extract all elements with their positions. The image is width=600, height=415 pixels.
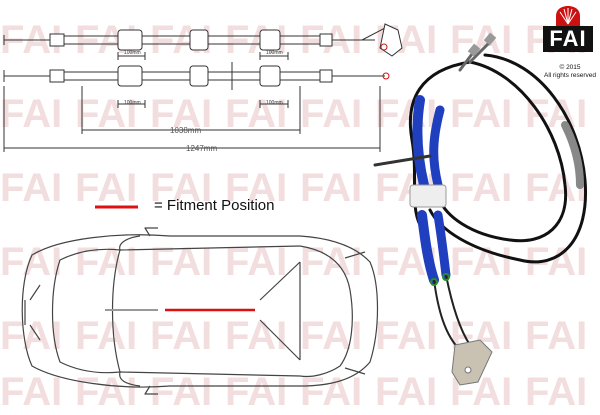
watermark-logo: FAI <box>0 92 63 136</box>
diagram-svg: 100mm 100mm <box>3 23 588 395</box>
watermark-logo: FAI <box>150 92 213 136</box>
watermark-logo: FAI <box>225 92 288 136</box>
copyright-rights: All rights reserved <box>543 72 597 79</box>
watermark-logo: FAI <box>75 166 138 210</box>
watermark-logo: FAI <box>300 92 363 136</box>
upper-segment-label-2: 100mm <box>266 50 283 56</box>
cable-illustration <box>373 32 588 386</box>
overall-length-label: 1247mm <box>186 144 217 153</box>
watermark-logo: FAI <box>0 166 63 210</box>
watermark-logo: FAI <box>300 240 363 284</box>
watermark-logo: FAI <box>375 92 438 136</box>
upper-cable-schematic <box>3 23 403 60</box>
watermark-logo: FAI <box>150 166 213 210</box>
watermark-logo: FAI <box>300 166 363 210</box>
upper-segment-label-1: 100mm <box>124 50 141 56</box>
watermark-logo: FAI <box>225 166 288 210</box>
lower-segment-label-1: 100mm <box>124 100 141 106</box>
watermark-logo: FAI <box>75 240 138 284</box>
legend-label: = Fitment Position <box>154 197 275 214</box>
copyright-year: © 2015 <box>559 64 581 71</box>
brand-badge-icon <box>556 6 580 26</box>
car-outline <box>21 227 379 395</box>
watermark-logo: FAI <box>450 18 513 62</box>
watermark-logo: FAI <box>525 314 588 358</box>
lower-segment-label-2: 100mm <box>266 100 283 106</box>
copyright-notice: © 2015 All rights reserved <box>541 64 599 80</box>
watermark-logo: FAI <box>375 314 438 358</box>
watermark-logo: FAI <box>0 314 63 358</box>
inner-length-label: 1038mm <box>170 126 201 135</box>
watermark-logo: FAI <box>75 92 138 136</box>
lower-cable-schematic <box>3 62 390 152</box>
watermark-logo: FAI <box>0 240 63 284</box>
watermark-logo: FAI <box>450 166 513 210</box>
watermark-logo: FAI <box>150 314 213 358</box>
diagram-canvas: FAI FAI FAI FAI FAI FAI FAI FAI FAI FAI FAI FAI FAI F… <box>0 6 599 414</box>
watermark-logo: FAI <box>150 240 213 284</box>
watermark-logo: FAI <box>450 92 513 136</box>
brand-logo-text: FAI <box>543 26 593 52</box>
watermark-logo: FAI <box>225 314 288 358</box>
watermark-logo: FAI <box>75 314 138 358</box>
